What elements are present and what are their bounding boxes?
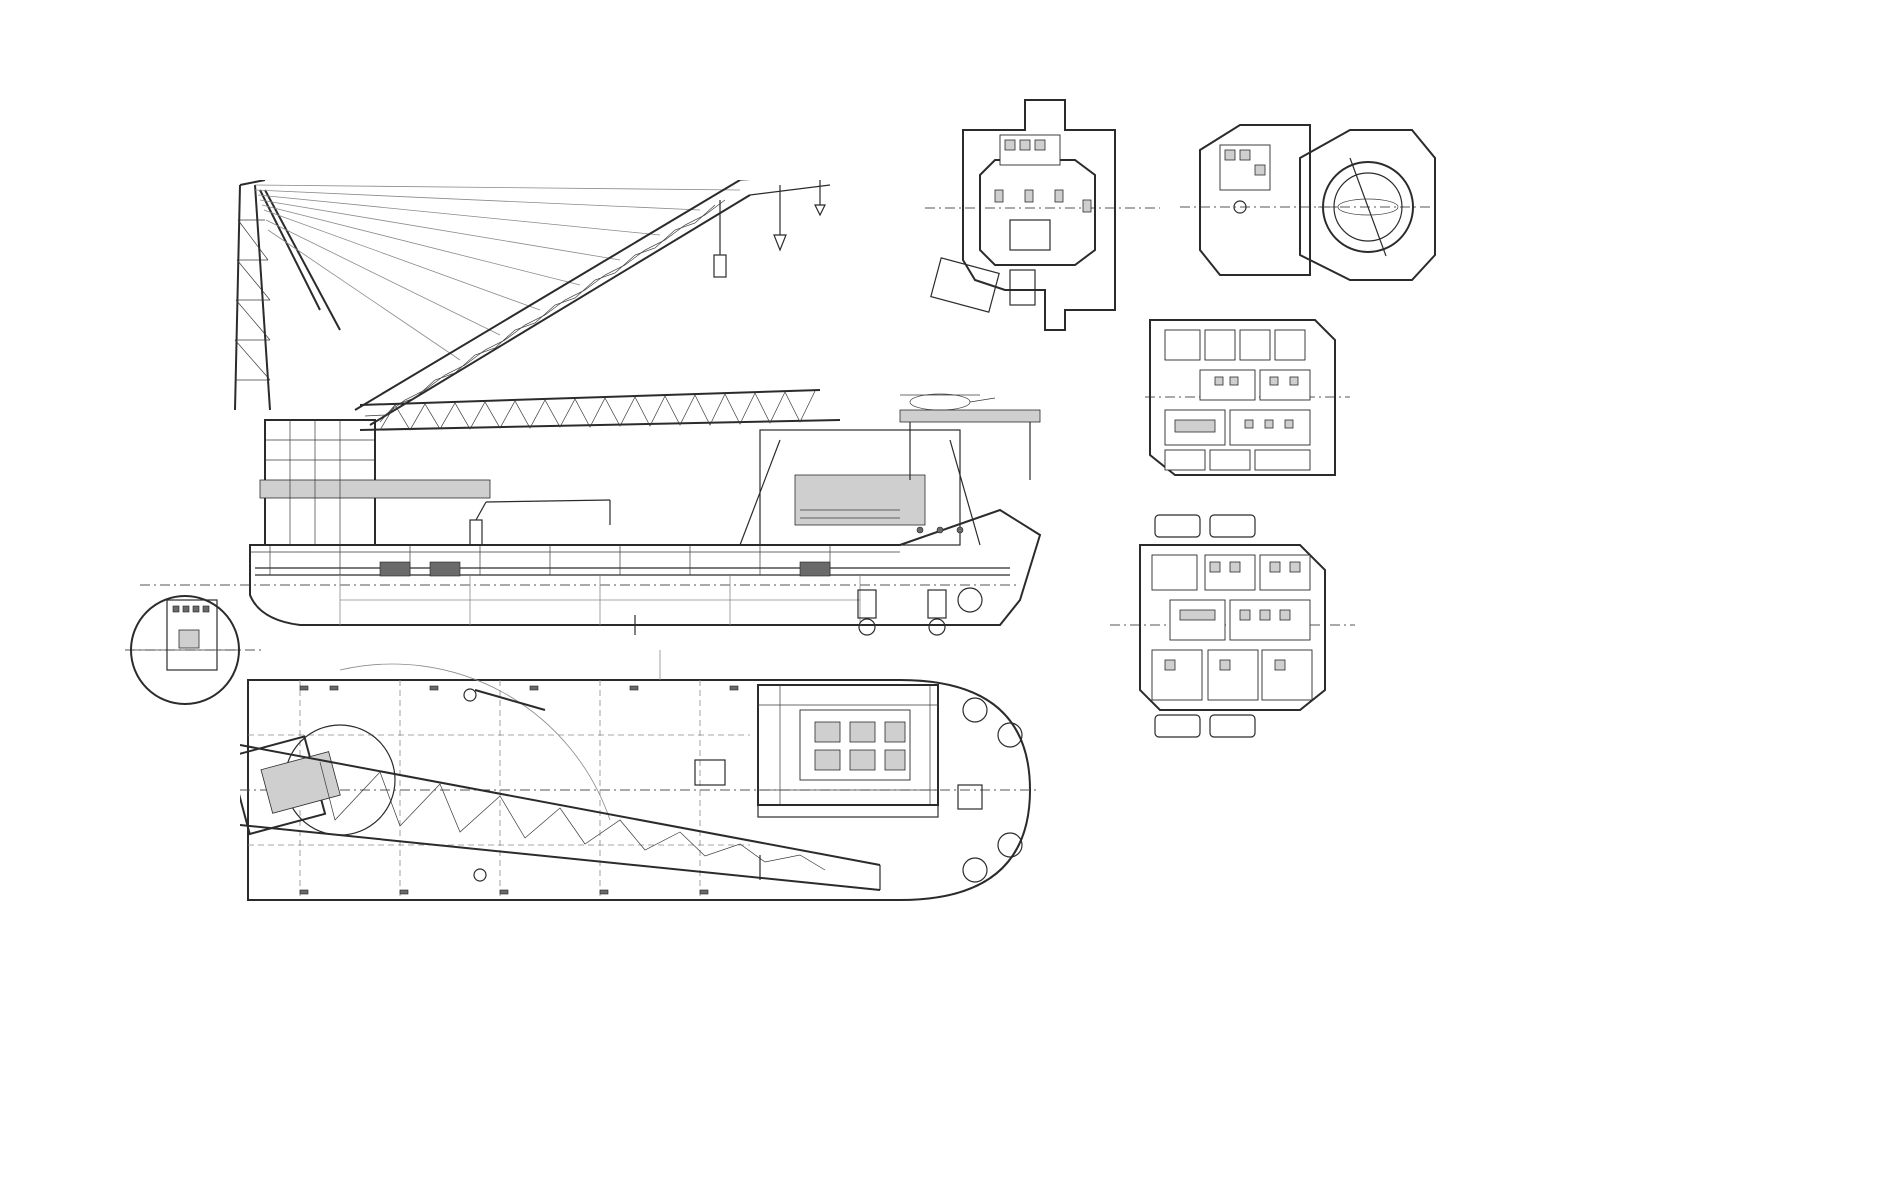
deck-plan-view [240, 650, 1040, 920]
boom-plan [240, 744, 881, 891]
bridge-deck-drawing [925, 99, 1160, 331]
stern-section-view [125, 590, 265, 720]
wheelhouse [979, 159, 1096, 266]
accommodation-upper-outline [1149, 319, 1336, 476]
deck-crane [469, 499, 611, 546]
bridge-deck-plan-view [915, 90, 1165, 335]
lifeboats-top [1154, 514, 1256, 538]
bridge-deck-outline [962, 99, 1116, 331]
crane-a-frame [234, 180, 341, 411]
accommodation-deck-lower-view [1110, 510, 1355, 745]
helideck-plan-view [1180, 110, 1440, 290]
lifeboats-bottom [1154, 714, 1256, 738]
crane-hooks [713, 180, 826, 278]
pipelay-gantry [359, 389, 841, 431]
deck-plan-drawing [240, 650, 1040, 901]
hull-outline [249, 508, 1042, 626]
side-elevation-view [140, 180, 1070, 660]
side-elevation-drawing [140, 180, 1042, 636]
accommodation-lower-outline [1139, 544, 1326, 711]
helideck-house-outline [1199, 124, 1311, 276]
main-crane-boom [354, 180, 831, 426]
accommodation-upper-drawing [1145, 319, 1350, 476]
helicopter-plan [1318, 198, 1399, 216]
helideck-drawing [1180, 124, 1440, 281]
helideck-octagon [1299, 129, 1436, 281]
helicopter [900, 393, 996, 411]
stern-section-drawing [125, 595, 265, 705]
accommodation-lower-drawing [1110, 514, 1355, 738]
accommodation-block-plan [757, 684, 939, 818]
accommodation-deck-upper-view [1145, 315, 1350, 485]
